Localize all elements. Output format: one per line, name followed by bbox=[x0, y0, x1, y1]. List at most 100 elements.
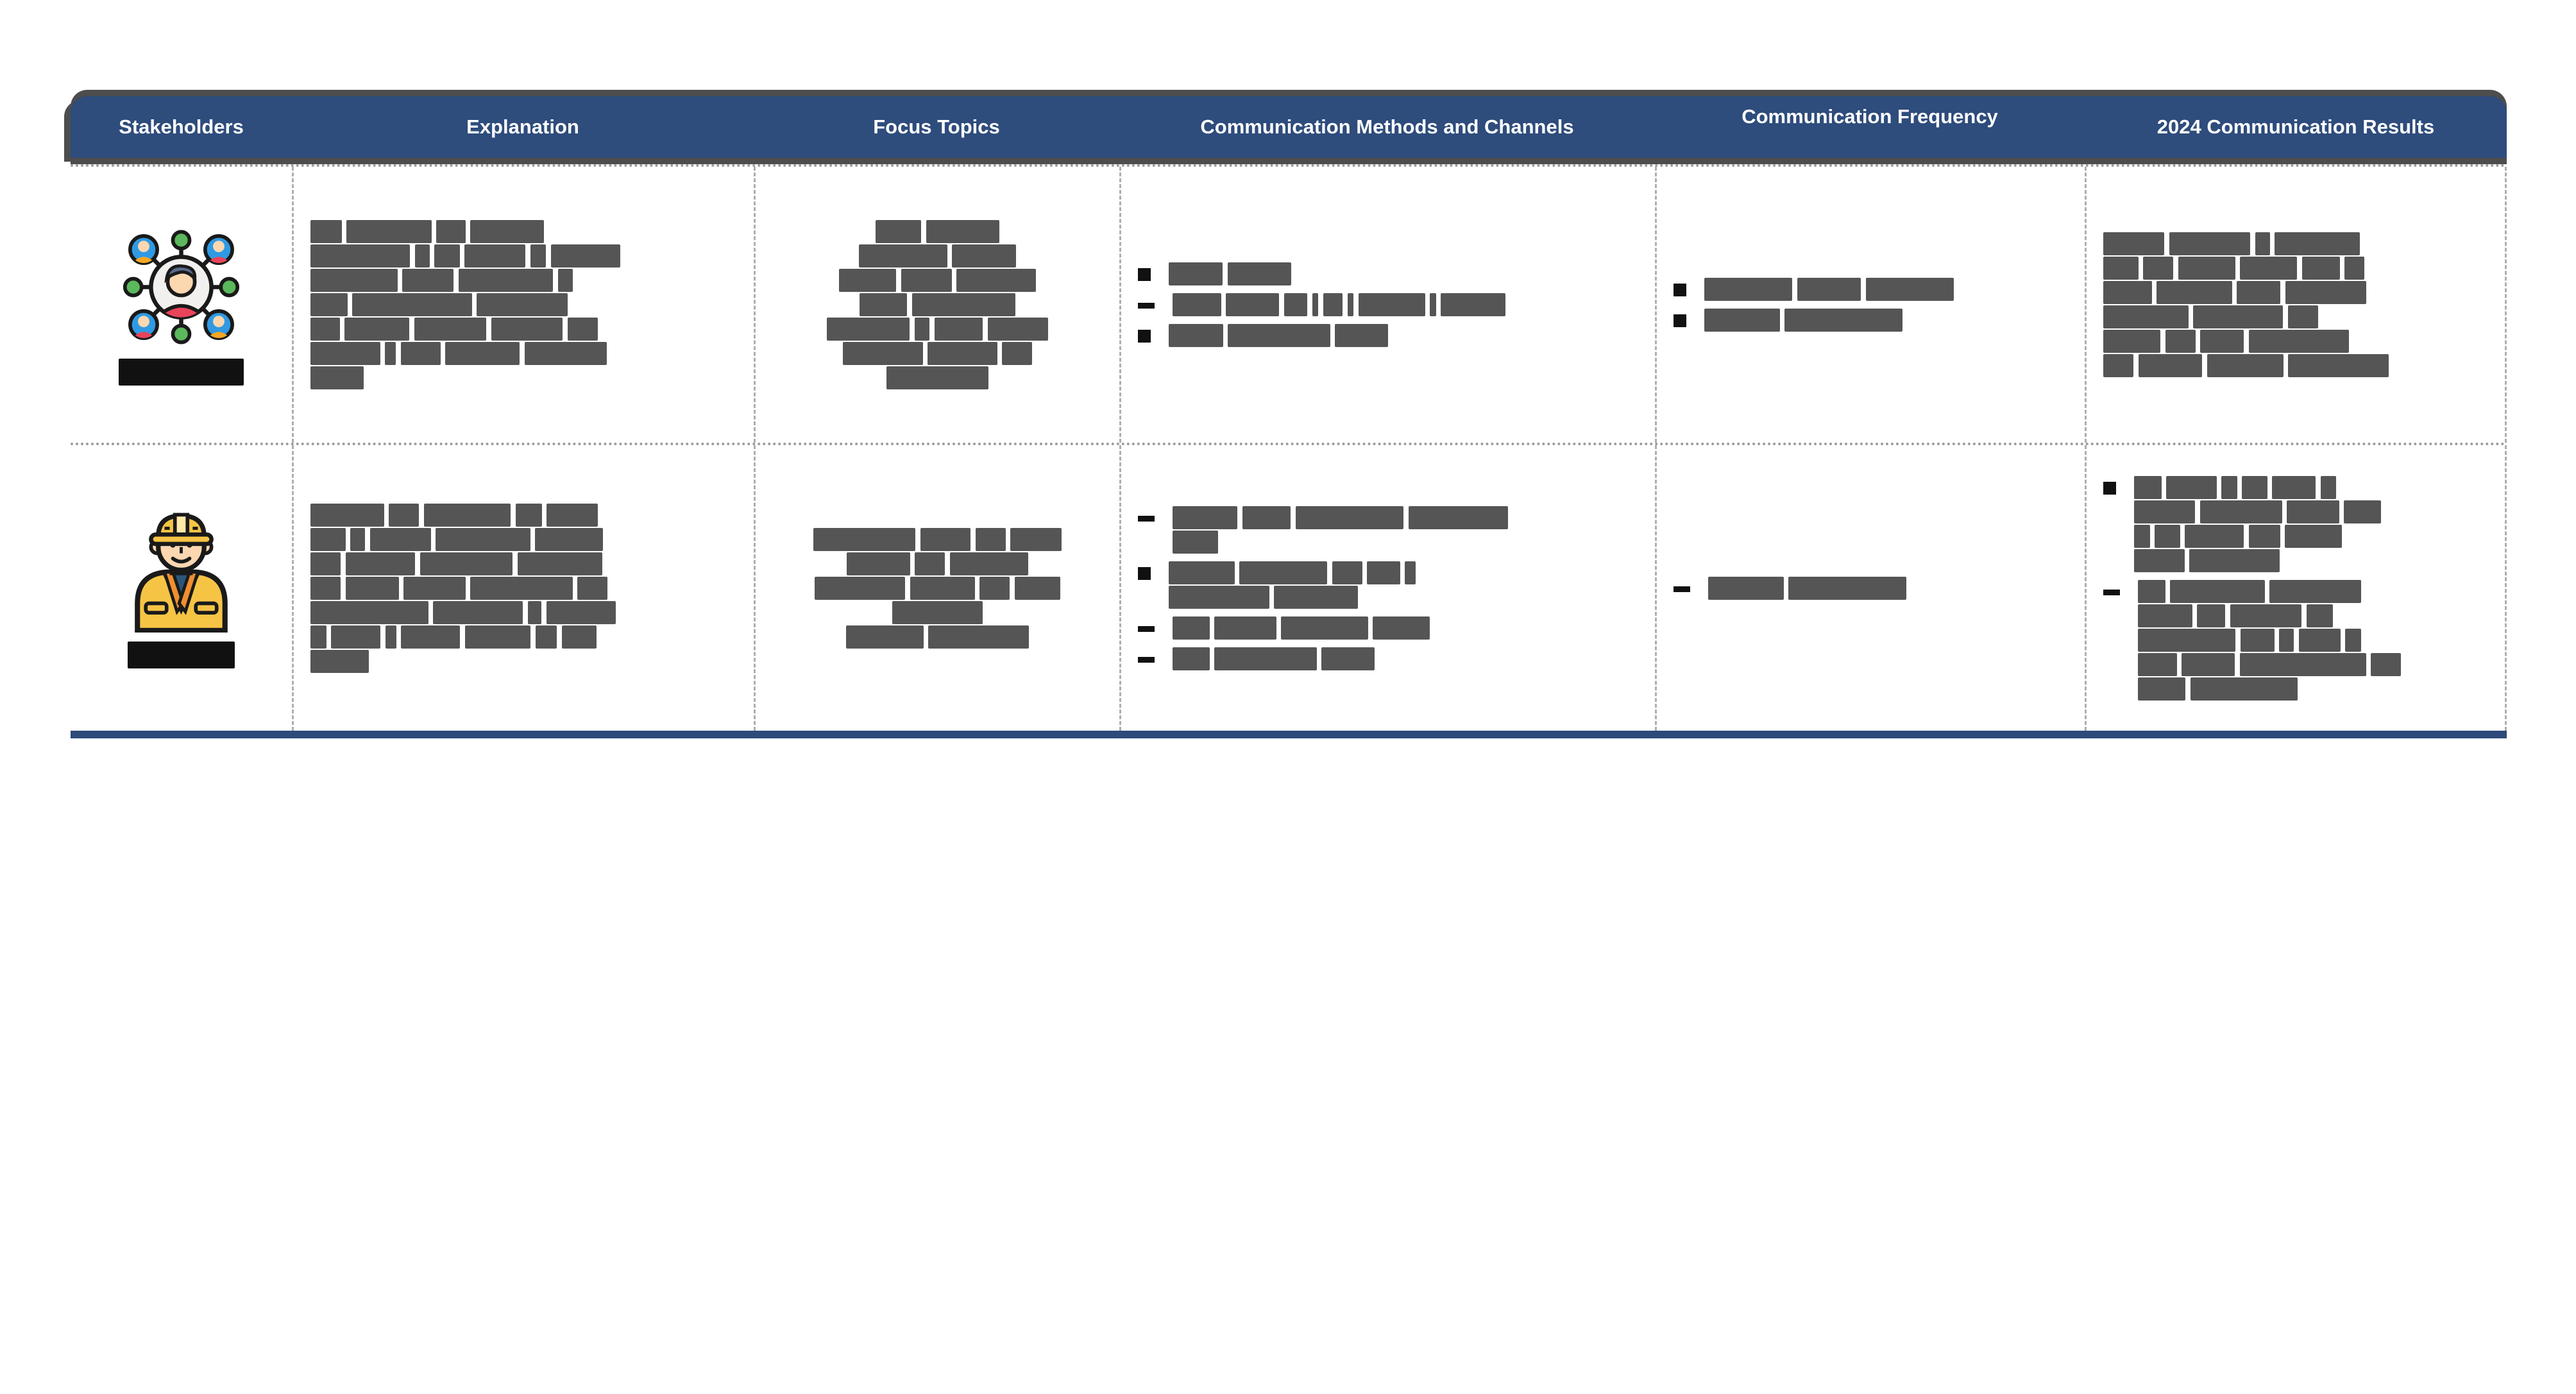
redacted-text-line: establish a good corporate citizenship bbox=[310, 341, 607, 366]
redacted-text-line: ESH Management Center bbox=[1173, 647, 1375, 671]
header-label: Stakeholders bbox=[119, 115, 244, 138]
redacted-text-line: Training and Education bbox=[847, 552, 1028, 576]
redacted-text-line: Real-time communication bbox=[1704, 308, 1902, 332]
cell-communication-methods: Supplier Social Responsibility Commitmen… bbox=[1119, 445, 1655, 731]
dash-bullet-icon bbox=[1674, 586, 1690, 592]
redacted-text-line: Social Media: FB / IG / LinkedIn / Youtu… bbox=[1173, 293, 1505, 317]
redacted-text-line: and mutual supplier management and bbox=[310, 576, 608, 600]
bullet-item: For issues of the rights ofsecurity pers… bbox=[2103, 475, 2381, 573]
header-cell-2024-results: 2024 Communication Results bbox=[2085, 96, 2507, 158]
cell-2024-results: For issues of the rights ofsecurity pers… bbox=[2085, 445, 2507, 731]
redacted-text-line: Innovative Products and bbox=[842, 341, 1033, 366]
cell-stakeholder: Community bbox=[71, 167, 292, 443]
header-cell-focus-topics: Focus Topics bbox=[754, 96, 1119, 158]
bullet-item: Official Website bbox=[1138, 262, 1291, 286]
redacted-text-line: parties. bbox=[310, 649, 369, 674]
redacted-text-line: Employees' diversity and Equal bbox=[815, 576, 1060, 600]
cell-communication-methods: Official WebsiteSocial Media: FB / IG / … bbox=[1119, 167, 1655, 443]
redacted-text-line: both in building professional products bbox=[310, 527, 603, 552]
redacted-text-line: care and welfare events, such as bbox=[2103, 256, 2364, 280]
header-cell-explanation: Explanation bbox=[292, 96, 754, 158]
header-cell-communication-frequency: Communication Frequency bbox=[1655, 96, 2085, 158]
stakeholder-communication-table: Stakeholders Explanation Focus Topics Co… bbox=[71, 96, 2507, 738]
redacted-text-line: Hold supplier conference awards bbox=[1173, 616, 1430, 640]
redacted-text-line: Official Website bbox=[1169, 262, 1291, 286]
redacted-text-line: Technologies bbox=[886, 366, 989, 390]
header-label: Communication Frequency bbox=[1741, 105, 1998, 128]
redacted-text-line: Talent Development bbox=[860, 293, 1015, 317]
redacted-text-line: local district-oriented contribution bbox=[310, 293, 568, 317]
redacted-text-line: Information updated periodically bbox=[1704, 277, 1954, 302]
square-bullet-icon bbox=[1674, 284, 1686, 296]
redacted-text-line: stakeholders in the location of business bbox=[310, 244, 621, 268]
cell-focus-topics: Labor RelationsInformation SecurityHuman… bbox=[754, 167, 1119, 443]
redacted-text-line: to the chapter "5.1 Human bbox=[2134, 524, 2381, 548]
redacted-text-line: Letter bbox=[1173, 530, 1508, 554]
redacted-text-line: sustainability agreement bbox=[1169, 585, 1416, 609]
square-bullet-icon bbox=[1138, 330, 1151, 343]
header-label: Focus Topics bbox=[873, 115, 1000, 138]
redacted-text-line: and services, establishing confidence bbox=[310, 552, 603, 576]
dash-bullet-icon bbox=[1138, 303, 1155, 309]
redacted-text-line: awards and talent development bbox=[2103, 329, 2350, 353]
redacted-text-line: Occupational Safety and Health bbox=[813, 527, 1062, 552]
community-icon bbox=[119, 225, 244, 350]
redacted-text-line: beach cleanups, blood donations, bbox=[2103, 280, 2367, 305]
dash-bullet-icon bbox=[2103, 589, 2120, 595]
redacted-text-line: Suppliers and contractors are crucial bbox=[310, 503, 598, 527]
bullet-item: For construction contractors,weekly site… bbox=[2103, 579, 2402, 701]
cell-communication-frequency: Real-time communication bbox=[1655, 445, 2085, 731]
table-row-community: Community The community has importantsta… bbox=[71, 167, 2507, 445]
bullet-item: Supplier Social Responsibility Commitmen… bbox=[1138, 506, 1508, 554]
redacted-text-line: security personnel, please refer bbox=[2134, 500, 2381, 524]
redacted-text-line: Labor Relations bbox=[875, 219, 1000, 244]
bullet-item: Real-time communication bbox=[1674, 576, 1906, 600]
header-label: Explanation bbox=[466, 115, 579, 138]
square-bullet-icon bbox=[1674, 314, 1686, 327]
dash-bullet-icon bbox=[1138, 625, 1155, 632]
cell-focus-topics: Occupational Safety and HealthTraining a… bbox=[754, 445, 1119, 731]
redacted-text-line: image. bbox=[310, 366, 364, 390]
redacted-text-line: Irregular inspections and sign a bbox=[1169, 561, 1416, 585]
cell-stakeholder: Suppliers bbox=[71, 445, 292, 731]
table-row-suppliers: Suppliers Suppliers and contractors are … bbox=[71, 445, 2507, 731]
bullet-item: Irregular inspections and sign asustaina… bbox=[1138, 561, 1416, 609]
redacted-text-line: Actively participate in community bbox=[2103, 232, 2360, 256]
redacted-text-line: weekly site meetings are bbox=[2138, 604, 2401, 628]
square-bullet-icon bbox=[2103, 481, 2116, 495]
square-bullet-icon bbox=[1138, 268, 1151, 281]
cell-explanation: Suppliers and contractors are crucialbot… bbox=[292, 445, 754, 731]
table-body: Community The community has importantsta… bbox=[71, 164, 2507, 731]
redacted-text-line: Human Rights Protection bbox=[839, 268, 1036, 293]
bullet-item: Real-time communication bbox=[1674, 308, 1902, 332]
cell-communication-frequency: Information updated periodicallyReal-tim… bbox=[1655, 167, 2085, 443]
cell-2024-results: Actively participate in communitycare an… bbox=[2085, 167, 2507, 443]
redacted-text-line: can promote harmony, residents and bbox=[310, 317, 598, 341]
redacted-text-line: For construction contractors, bbox=[2138, 579, 2401, 604]
dash-bullet-icon bbox=[1138, 515, 1155, 522]
stakeholder-label-redacted: Suppliers bbox=[128, 642, 235, 668]
header-label: Communication Methods and Channels bbox=[1200, 115, 1574, 138]
redacted-text-line: Economic Performance bbox=[846, 625, 1029, 649]
dash-bullet-icon bbox=[1138, 656, 1155, 663]
construction-worker-icon bbox=[119, 507, 244, 633]
redacted-text-line: Opportunity bbox=[892, 600, 983, 625]
redacted-text-line: Participate in Public Welfare bbox=[826, 317, 1049, 341]
bullet-item: Information updated periodically bbox=[1674, 277, 1954, 302]
redacted-text-line: to create a win-win situation for both bbox=[310, 625, 597, 649]
table-header: Stakeholders Explanation Focus Topics Co… bbox=[71, 96, 2507, 158]
redacted-text-line: continuously held in order to bbox=[2138, 628, 2401, 652]
redacted-text-line: For issues of the rights of bbox=[2134, 475, 2381, 500]
redacted-text-line: Supplier Social Responsibility Commitmen… bbox=[1173, 506, 1508, 530]
redacted-text-line: communication mechanism is essential bbox=[310, 600, 616, 625]
stakeholder-label-redacted: Community bbox=[119, 358, 244, 386]
header-cell-communication-methods: Communication Methods and Channels bbox=[1119, 96, 1655, 158]
square-bullet-icon bbox=[1138, 566, 1151, 580]
redacted-text-line: safety management. bbox=[2138, 677, 2401, 701]
redacted-text-line: operations, whose participation in bbox=[310, 268, 573, 293]
redacted-text-line: The community has important bbox=[310, 219, 544, 244]
bullet-item: ESH Management Center bbox=[1138, 647, 1375, 671]
cell-explanation: The community has importantstakeholders … bbox=[292, 167, 754, 443]
redacted-text-line: Information Security bbox=[859, 244, 1016, 268]
